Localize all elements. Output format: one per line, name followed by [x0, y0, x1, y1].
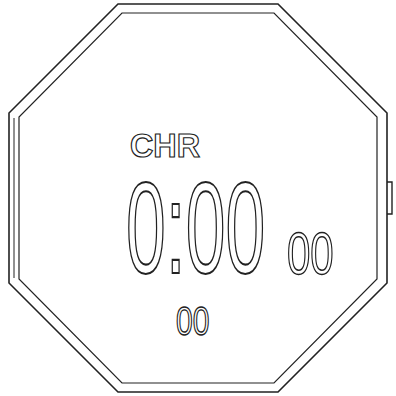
mode-indicator: CHR [130, 128, 200, 162]
button [387, 182, 392, 214]
lcd-digits: 0:00 [126, 163, 265, 293]
case-outline [9, 4, 387, 392]
bezel-outline [19, 13, 377, 383]
lcd-digits: 00 [176, 301, 209, 341]
lcd-digits: 00 [287, 224, 334, 284]
case-side [14, 118, 15, 278]
